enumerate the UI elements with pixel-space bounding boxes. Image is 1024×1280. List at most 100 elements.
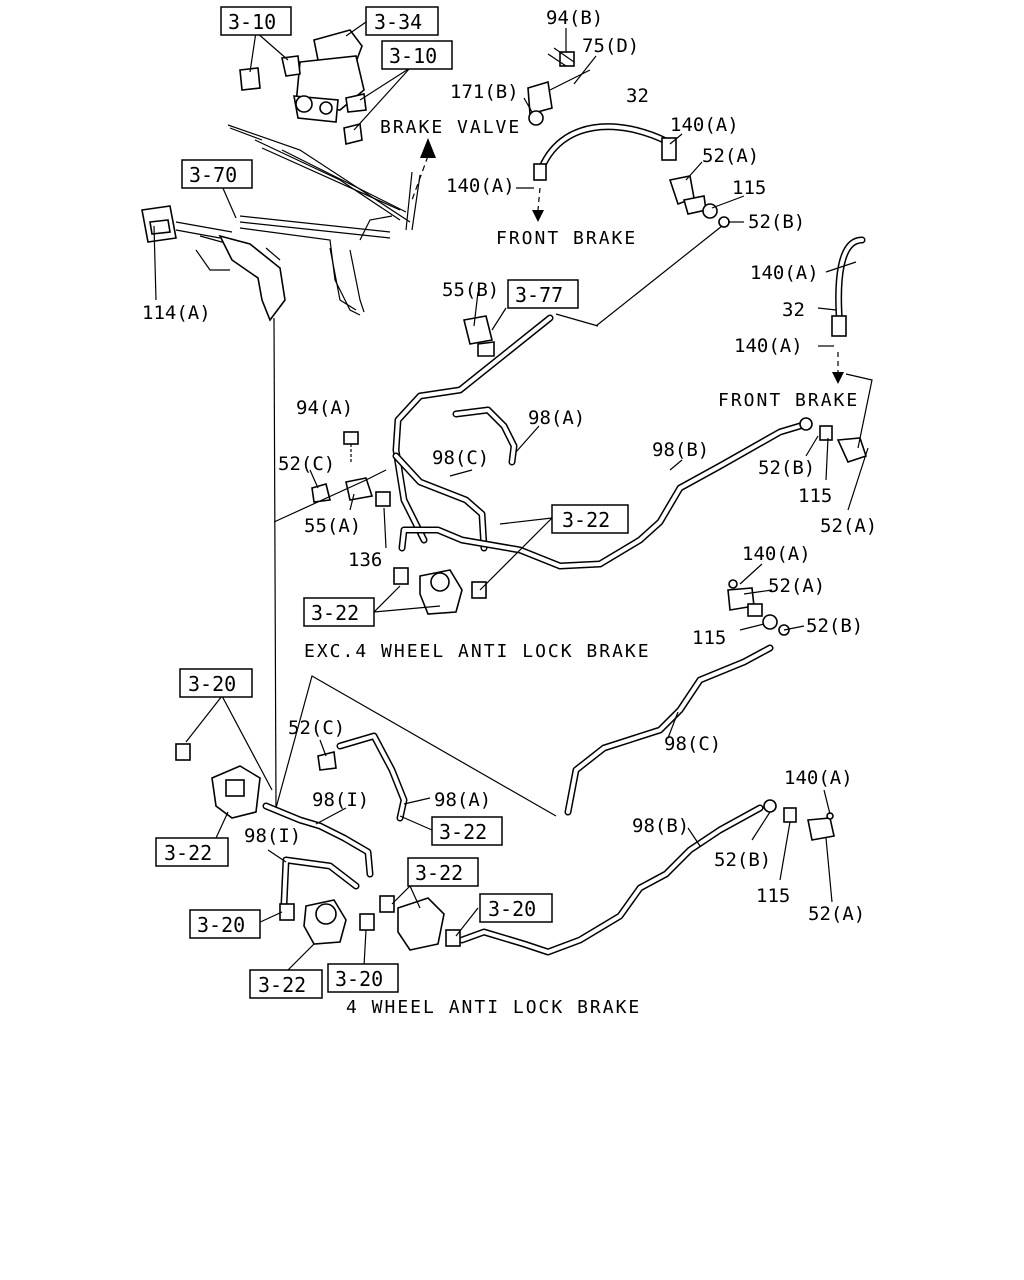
pipe-98a-abs (336, 732, 408, 822)
caption-front-brake-2: FRONT BRAKE (718, 390, 859, 411)
part-label: 94(B) (546, 7, 603, 29)
pipe-98i-upper (262, 802, 374, 878)
pipe-98i-lower (280, 856, 360, 908)
brake-hose-32-lower (831, 236, 866, 337)
ref-box-3-22-a: 3-22 (551, 504, 629, 534)
part-label: 52(C) (278, 453, 335, 475)
part-label: 98(I) (244, 825, 301, 847)
pipe-98c-abs (564, 644, 774, 816)
part-label: 98(C) (664, 733, 721, 755)
part-label: 32 (782, 299, 805, 321)
ref-box-3-10-b: 3-10 (381, 40, 453, 70)
part-label: 171(B) (450, 81, 519, 103)
ref-box-3-20-a: 3-20 (179, 668, 253, 698)
ref-box-3-22-c: 3-22 (431, 816, 503, 846)
part-label: 98(B) (632, 815, 689, 837)
part-label: 52(B) (748, 211, 805, 233)
fitting-52a-115-52b-upper (668, 175, 730, 228)
ref-label: 3-10 (228, 10, 276, 34)
caption-front-brake-1: FRONT BRAKE (496, 228, 637, 249)
part-label: 52(B) (714, 849, 771, 871)
ref-label: 3-20 (335, 967, 383, 991)
ref-label: 3-20 (197, 913, 245, 937)
clip-55a (345, 477, 374, 501)
connector-114a (141, 205, 286, 322)
part-label: 75(D) (582, 35, 639, 57)
ref-box-3-20-c: 3-20 (189, 909, 261, 939)
brake-hose-32-upper (533, 123, 677, 181)
connector-52c-lower (317, 751, 337, 771)
brake-valve-arrow (411, 138, 436, 201)
front-brake-arrow-2 (832, 352, 844, 384)
part-label: 32 (626, 85, 649, 107)
ref-label: 3-10 (389, 44, 437, 68)
part-label: 52(A) (808, 903, 865, 925)
brake-line-bundle (199, 124, 421, 316)
ref-label: 3-20 (488, 897, 536, 921)
divider-lines (273, 225, 873, 809)
abs-modulator-center (279, 899, 375, 945)
part-label: 115 (692, 627, 726, 649)
abs-modulator-right (379, 895, 461, 951)
part-label: 140(A) (446, 175, 515, 197)
part-label: 98(I) (312, 789, 369, 811)
ref-label: 3-22 (562, 508, 610, 532)
pipe-98c-mid (392, 452, 488, 552)
ref-label: 3-22 (258, 973, 306, 997)
part-label: 55(B) (442, 279, 499, 301)
front-brake-arrow-1 (532, 187, 544, 222)
part-label: 52(C) (288, 717, 345, 739)
nut-171b (528, 110, 544, 126)
ref-box-3-22-d: 3-22 (155, 837, 229, 867)
ref-label: 3-34 (374, 10, 422, 34)
pipe-98b-long (398, 422, 804, 570)
abs-modulator-left (175, 743, 261, 819)
part-label: 115 (798, 485, 832, 507)
part-label: 52(B) (758, 457, 815, 479)
part-label: 115 (732, 177, 766, 199)
pipe-98b-fittings (799, 417, 868, 463)
bracket-75d (527, 69, 591, 116)
ref-label: 3-22 (164, 841, 212, 865)
pipe-98b-abs (458, 804, 764, 956)
part-label: 136 (348, 549, 382, 571)
bolt-136 (375, 491, 391, 507)
clip-55b (463, 315, 495, 357)
proportioning-valve-exc-abs (393, 567, 487, 615)
part-label: 140(A) (750, 262, 819, 284)
part-label: 98(A) (434, 789, 491, 811)
part-label: 115 (756, 885, 790, 907)
ref-box-3-22-b: 3-22 (303, 597, 375, 627)
caption-abs: 4 WHEEL ANTI LOCK BRAKE (346, 997, 641, 1018)
part-label: 98(B) (652, 439, 709, 461)
caption-brake-valve: BRAKE VALVE (380, 117, 521, 138)
ref-box-3-77: 3-77 (507, 279, 579, 309)
part-label: 140(A) (670, 114, 739, 136)
caption-exc-abs: EXC.4 WHEEL ANTI LOCK BRAKE (304, 641, 651, 662)
ref-box-3-22-e: 3-22 (407, 857, 479, 887)
part-label: 52(B) (806, 615, 863, 637)
ref-box-3-70: 3-70 (181, 159, 253, 189)
connector-52c-upper (311, 483, 331, 503)
ref-box-3-34: 3-34 (365, 6, 439, 36)
ref-box-3-20-d: 3-20 (327, 963, 399, 993)
bolt-94b (547, 47, 575, 67)
ref-box-3-20-b: 3-20 (479, 893, 553, 923)
ref-box-3-22-f: 3-22 (249, 969, 323, 999)
ref-label: 3-22 (415, 861, 463, 885)
part-label: 52(A) (820, 515, 877, 537)
bolt-94a (343, 431, 359, 462)
ref-box-3-10-a: 3-10 (220, 6, 292, 36)
ref-label: 3-22 (439, 820, 487, 844)
part-label: 140(A) (784, 767, 853, 789)
part-label: 140(A) (734, 335, 803, 357)
part-label: 98(A) (528, 407, 585, 429)
fitting-52b-115-52a-lower (763, 799, 835, 841)
label-leaders (153, 21, 869, 973)
part-label: 52(A) (768, 575, 825, 597)
part-label: 94(A) (296, 397, 353, 419)
part-label: 140(A) (742, 543, 811, 565)
ref-label: 3-70 (189, 163, 237, 187)
pipe-to-3-77 (392, 314, 554, 544)
